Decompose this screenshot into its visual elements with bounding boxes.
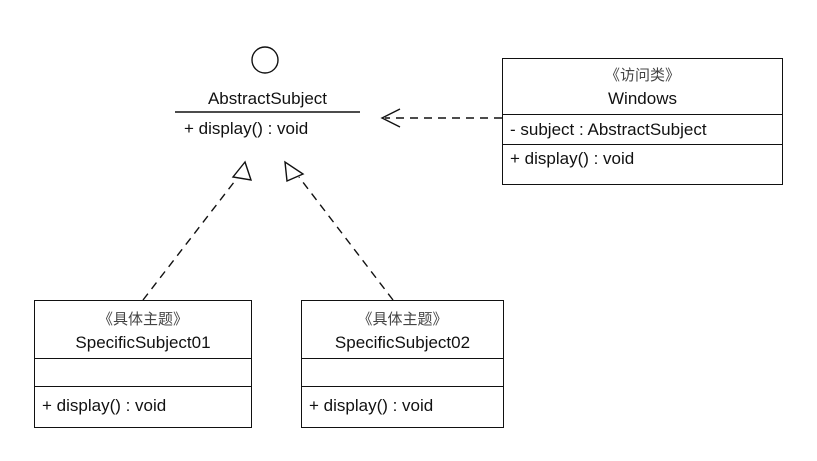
class-divider [302,358,503,359]
realization-triangle-02-icon [284,160,305,183]
interface-operation: + display() : void [184,119,309,138]
class-divider [35,358,251,359]
realization-line-02 [298,176,394,301]
class-operation: + display() : void [510,149,635,168]
class-name: Windows [608,89,677,108]
class-stereotype: 《具体主题》 [357,310,448,328]
class-divider [35,386,251,387]
class-attribute: - subject : AbstractSubject [510,120,707,139]
class-name: SpecificSubject01 [75,333,211,352]
class-divider [503,114,782,115]
class-divider [503,144,782,145]
interface-circle-icon [251,46,279,74]
class-box-specific-subject-01: 《具体主题》 SpecificSubject01 + display() : v… [34,300,252,428]
class-stereotype: 《访问类》 [604,66,680,84]
class-stereotype: 《具体主题》 [97,310,188,328]
class-box-specific-subject-02: 《具体主题》 SpecificSubject02 + display() : v… [301,300,504,428]
realization-triangle-01-icon [231,160,253,181]
realization-line-01 [142,176,239,301]
class-box-windows: 《访问类》 Windows - subject : AbstractSubjec… [502,58,783,185]
class-name: SpecificSubject02 [334,333,471,352]
dependency-arrowhead-icon [380,108,401,128]
class-operation: + display() : void [309,396,434,415]
interface-name: AbstractSubject [207,89,328,108]
class-divider [302,386,503,387]
class-operation: + display() : void [42,396,167,415]
